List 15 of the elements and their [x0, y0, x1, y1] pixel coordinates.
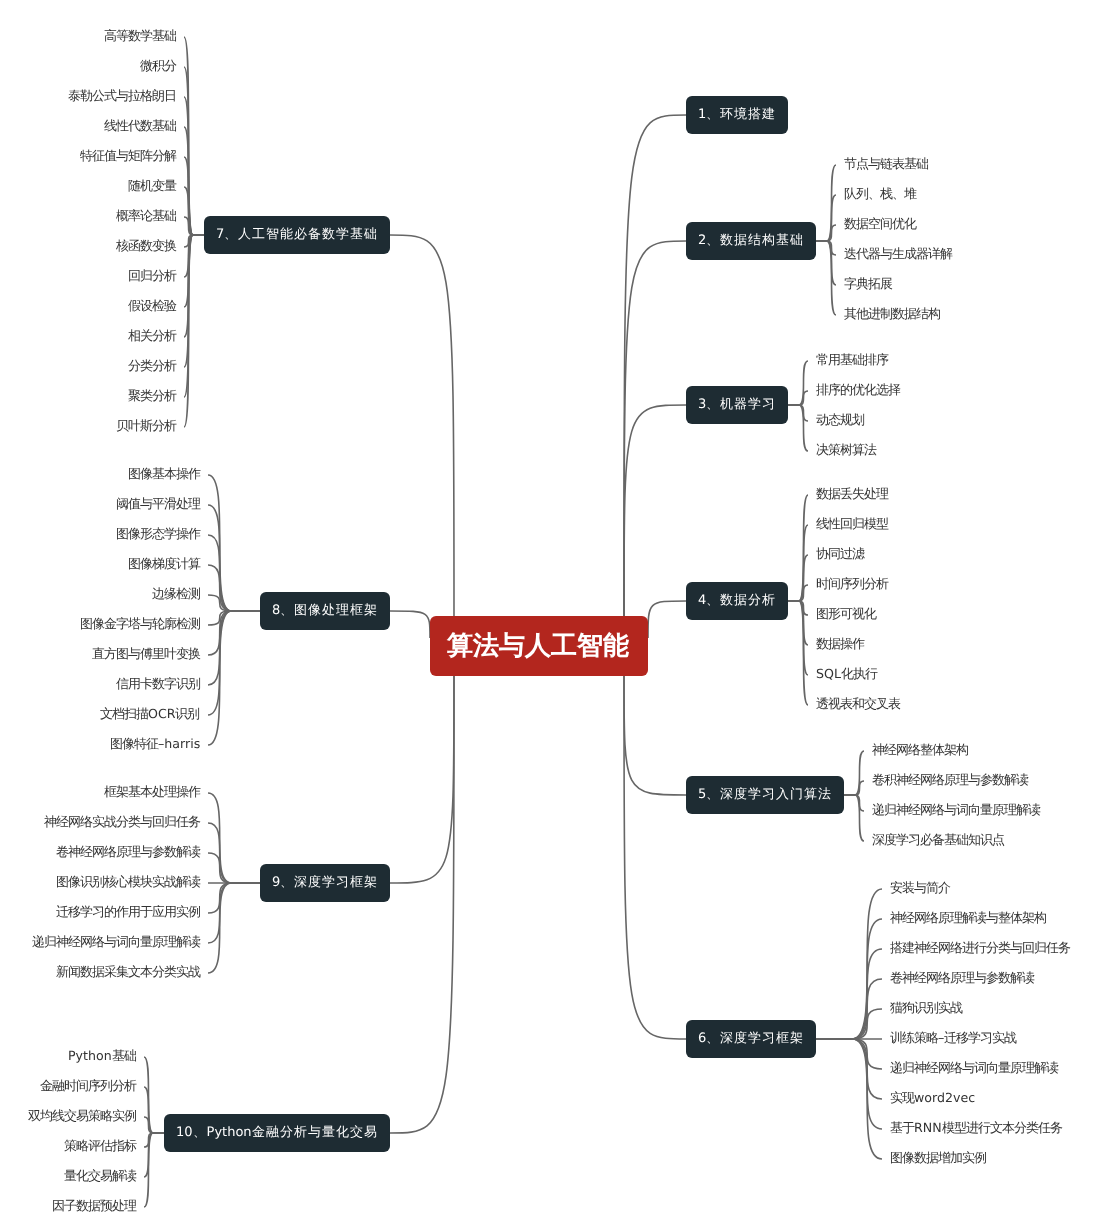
connector-line [389, 675, 455, 1134]
connector-line [207, 882, 261, 974]
connector-line [183, 234, 205, 428]
connector-line [843, 794, 865, 842]
connector-line [787, 600, 809, 706]
connector-line [815, 1038, 883, 1160]
connector-line [389, 234, 455, 617]
connector-line [143, 1132, 165, 1208]
connector-line [647, 600, 687, 639]
connector-line [815, 240, 837, 316]
connector-line [207, 610, 261, 746]
connector-line [623, 404, 687, 617]
connector-line [623, 675, 687, 1040]
central-topic-box: 算法与人工智能 [429, 616, 647, 676]
connector-line [787, 404, 809, 452]
